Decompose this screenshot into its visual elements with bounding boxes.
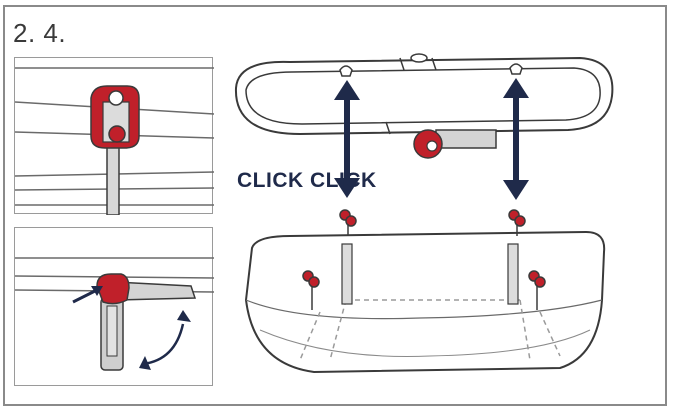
top-detail-illustration (15, 67, 214, 215)
detail-panel-top (14, 57, 214, 215)
step-number: 2. 4. (13, 18, 67, 48)
click-label: CLICK CLICK (237, 169, 377, 192)
detail-panel-bottom (14, 227, 214, 386)
bottom-detail-illustration (15, 257, 214, 371)
